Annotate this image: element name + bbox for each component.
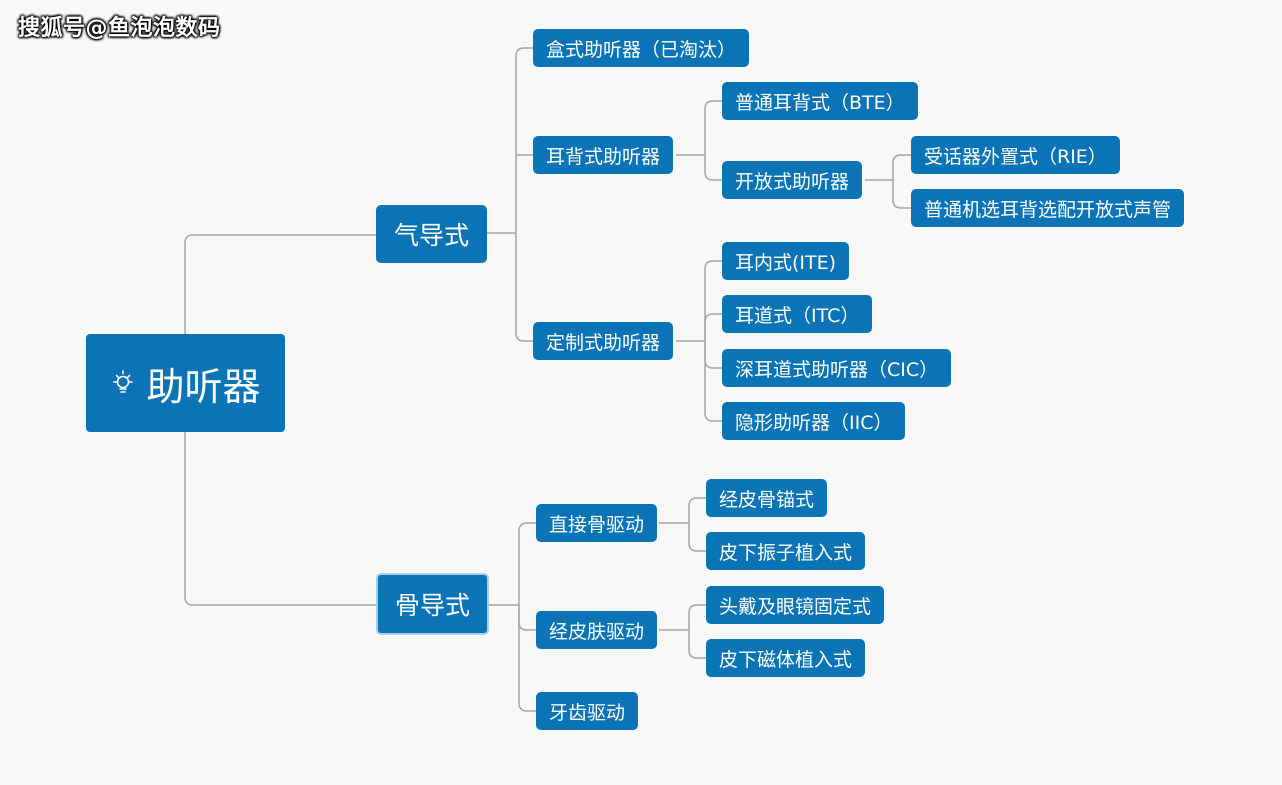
cic-node[interactable]: 深耳道式助听器（CIC） (722, 349, 952, 387)
node-label: 牙齿驱动 (549, 701, 626, 724)
transcutaneous-drive-node[interactable]: 经皮肤驱动 (536, 611, 658, 649)
node-label: 头戴及眼镜固定式 (719, 595, 872, 618)
node-label: 盒式助听器（已淘汰） (546, 38, 737, 61)
watermark-text: 搜狐号@鱼泡泡数码 (18, 16, 221, 41)
node-label: 经皮骨锚式 (719, 488, 815, 511)
box-hearing-aid-node[interactable]: 盒式助听器（已淘汰） (533, 29, 750, 67)
air-conduction-node[interactable]: 气导式 (376, 205, 487, 263)
implanted-magnet-node[interactable]: 皮下磁体植入式 (706, 639, 866, 677)
node-label: 开放式助听器 (735, 170, 850, 193)
node-label: 皮下磁体植入式 (719, 648, 853, 671)
node-label: 普通机选耳背选配开放式声管 (924, 198, 1172, 221)
bone-conduction-node[interactable]: 骨导式 (376, 573, 489, 635)
rie-node[interactable]: 受话器外置式（RIE） (911, 136, 1120, 174)
itc-node[interactable]: 耳道式（ITC） (722, 295, 873, 333)
direct-bone-drive-node[interactable]: 直接骨驱动 (536, 504, 658, 542)
node-label: 隐形助听器（IIC） (735, 411, 893, 434)
headband-glasses-node[interactable]: 头戴及眼镜固定式 (706, 586, 885, 624)
bte-node[interactable]: 普通耳背式（BTE） (722, 82, 918, 120)
open-fit-node[interactable]: 开放式助听器 (722, 161, 863, 199)
bte-group-node[interactable]: 耳背式助听器 (533, 136, 674, 174)
node-label: 经皮肤驱动 (549, 620, 645, 643)
bone-conduction-label: 骨导式 (394, 591, 470, 620)
iic-node[interactable]: 隐形助听器（IIC） (722, 402, 906, 440)
node-label: 普通耳背式（BTE） (735, 91, 905, 114)
air-conduction-label: 气导式 (393, 221, 469, 250)
implanted-vibrator-node[interactable]: 皮下振子植入式 (706, 532, 866, 570)
node-label: 耳背式助听器 (546, 145, 661, 168)
dental-drive-node[interactable]: 牙齿驱动 (536, 692, 639, 730)
open-tube-node[interactable]: 普通机选耳背选配开放式声管 (911, 189, 1185, 227)
bone-anchor-node[interactable]: 经皮骨锚式 (706, 479, 828, 517)
custom-hearing-aid-node[interactable]: 定制式助听器 (533, 322, 674, 360)
node-label: 耳道式（ITC） (735, 304, 860, 327)
node-label: 皮下振子植入式 (719, 541, 853, 564)
root-label: 助听器 (146, 364, 261, 409)
node-label: 直接骨驱动 (549, 513, 645, 536)
node-label: 深耳道式助听器（CIC） (735, 358, 939, 381)
root-node[interactable]: 助听器 (86, 334, 285, 432)
node-label: 定制式助听器 (546, 331, 661, 354)
node-label: 耳内式(ITE) (735, 251, 837, 274)
node-label: 受话器外置式（RIE） (924, 145, 1107, 168)
ite-node[interactable]: 耳内式(ITE) (722, 242, 850, 280)
lightbulb-icon (110, 368, 136, 398)
